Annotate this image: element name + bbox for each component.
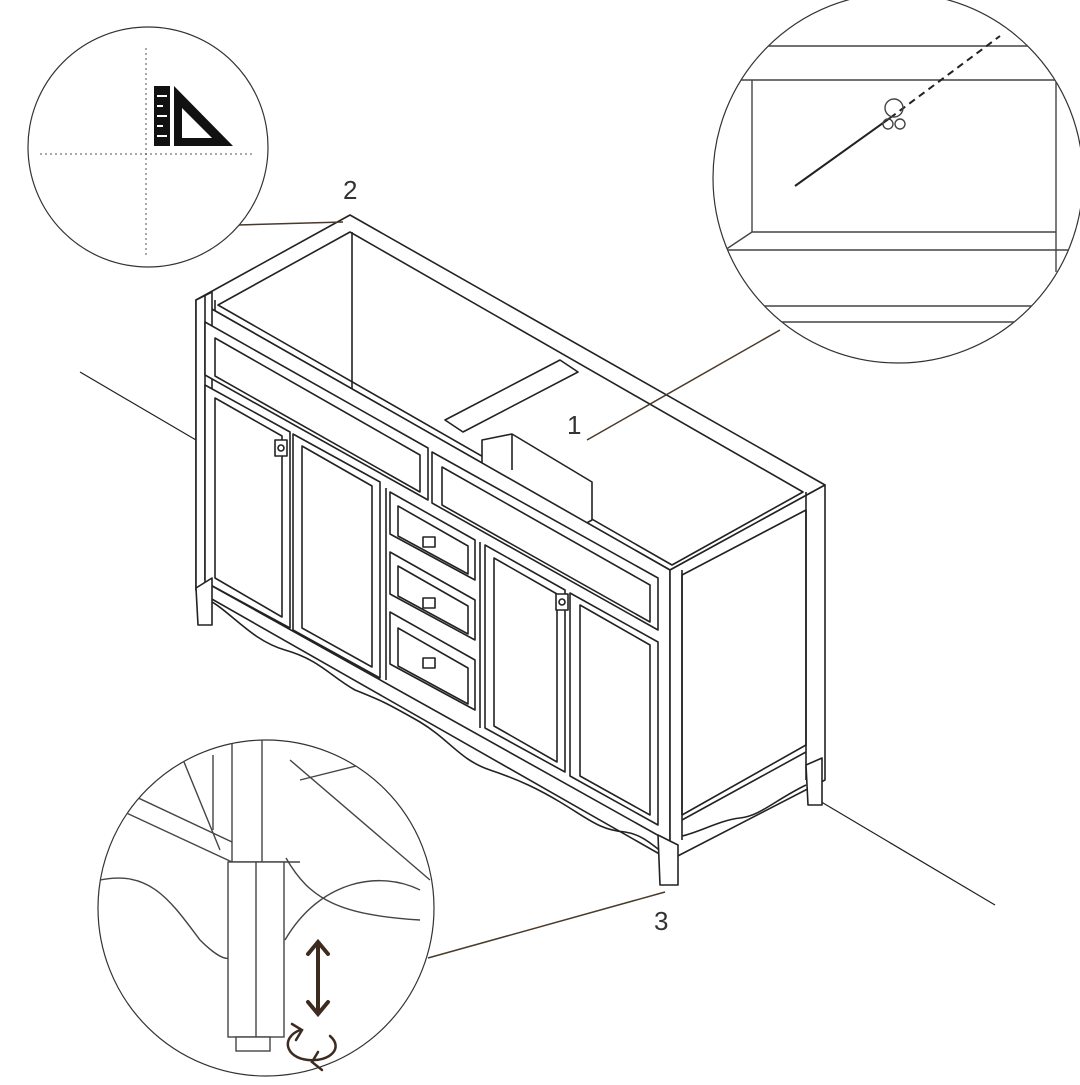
right-door-1 (484, 544, 566, 773)
callout-lines (237, 221, 781, 959)
top-rail-right (431, 451, 659, 631)
middle-stretcher (444, 359, 579, 433)
callout-3-line (427, 891, 666, 959)
floor-lines (79, 371, 996, 906)
callout-2-line (237, 221, 344, 226)
detail-circle-3 (97, 739, 435, 1077)
callout-label-2: 2 (343, 175, 358, 205)
left-leg (195, 577, 213, 626)
right-door-2 (569, 592, 659, 826)
vanity-cabinet (195, 214, 826, 886)
side-apron (681, 751, 807, 837)
back-right-leg (805, 757, 823, 806)
detail-circle-1 (712, 0, 1080, 364)
vertical-adjust-arrow-icon (306, 938, 330, 1018)
door-knobs (274, 439, 569, 669)
top-rail-left (204, 321, 429, 501)
left-door-1 (204, 384, 291, 629)
callout-label-1: 1 (567, 410, 582, 440)
callout-label-3: 3 (654, 906, 669, 936)
left-door-2 (292, 433, 381, 679)
detail-circle-2 (27, 26, 269, 268)
callout-1-line (586, 329, 781, 441)
front-apron (204, 581, 671, 859)
square-ruler-icon (154, 86, 233, 146)
rotate-arrow-icon (286, 1022, 337, 1072)
front-right-leg (657, 834, 679, 886)
